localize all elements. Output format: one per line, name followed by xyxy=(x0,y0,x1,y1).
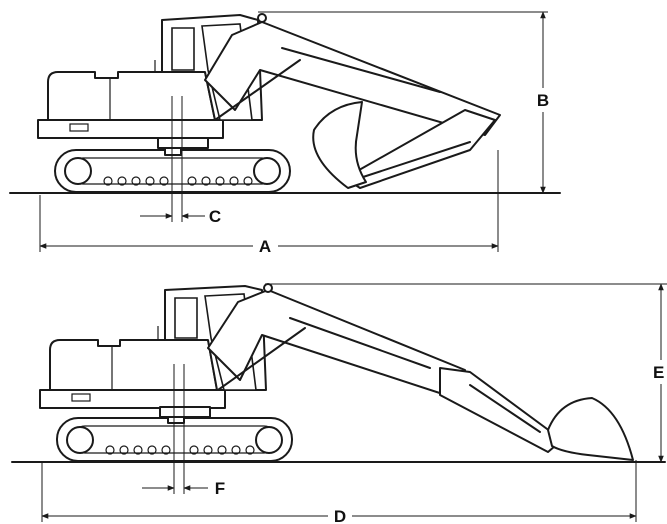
counterweight-base xyxy=(39,389,226,409)
boom-arm-bottom xyxy=(207,283,634,461)
label-a: A xyxy=(259,237,271,256)
boom-pin xyxy=(257,13,267,23)
dimension-d: D xyxy=(41,460,637,524)
idler-wheel xyxy=(66,426,94,454)
swing-frame xyxy=(159,406,211,418)
swing-frame xyxy=(157,137,209,149)
excavator-reach-position: D E F xyxy=(11,283,667,524)
bucket-cylinder xyxy=(359,141,471,179)
bucket xyxy=(547,397,634,461)
label-f: F xyxy=(215,479,225,498)
cab-side-window xyxy=(174,297,198,339)
track-rollers xyxy=(105,445,255,455)
sprocket-wheel xyxy=(255,426,283,454)
label-e: E xyxy=(653,363,664,382)
arm xyxy=(344,109,496,189)
arm-cylinder xyxy=(281,47,441,93)
bucket-cylinder xyxy=(469,384,541,433)
boom-cylinder xyxy=(217,327,306,391)
track-rollers xyxy=(103,176,253,186)
excavator-transport-position: A B C xyxy=(9,11,561,256)
label-d: D xyxy=(334,507,346,524)
dimension-f: F xyxy=(142,364,225,498)
engine-housing xyxy=(49,339,218,391)
boom-arm-top xyxy=(204,13,501,189)
label-b: B xyxy=(537,91,549,110)
bucket xyxy=(312,101,367,189)
idler-wheel xyxy=(64,157,92,185)
label-c: C xyxy=(209,207,221,226)
arm xyxy=(439,367,563,453)
dimension-a: A xyxy=(39,150,499,256)
dimension-e: E xyxy=(265,283,667,463)
boom-pin xyxy=(263,283,273,293)
dimension-b: B xyxy=(258,11,549,194)
engine-housing xyxy=(47,71,216,121)
dimension-c: C xyxy=(140,96,221,226)
arm-cylinder xyxy=(289,317,431,369)
counterweight-base xyxy=(37,119,224,139)
service-handle xyxy=(71,393,91,402)
sprocket-wheel xyxy=(253,157,281,185)
boom-cylinder xyxy=(214,59,301,121)
service-handle xyxy=(69,123,89,132)
cab-side-window xyxy=(171,27,195,71)
